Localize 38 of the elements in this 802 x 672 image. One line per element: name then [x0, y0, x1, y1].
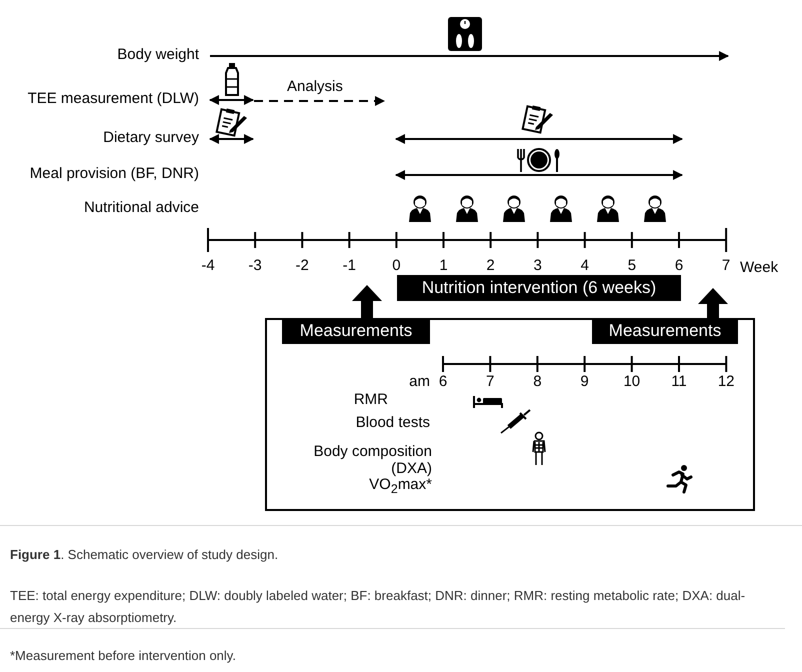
row-label: Dietary survey: [103, 130, 199, 146]
week-tick-label: 0: [391, 258, 402, 274]
row-label: Body composition (DXA): [312, 444, 432, 477]
measurement-panel: [265, 318, 755, 511]
week-tick-label: 4: [580, 258, 590, 274]
hour-tick-label: 9: [579, 374, 590, 390]
week-tick-label: 5: [626, 258, 638, 274]
row-label: VO$_{2}$max*: [369, 477, 432, 497]
abbreviation-note: TEE: total energy expenditure; DLW: doubly labeled water; BF: breakfast; DNR: dinner; RMR: resting metabolic rate; DXA: dual-energy X-ray absorptiometry.: [10, 587, 746, 627]
block-arrow: [352, 285, 382, 318]
measurements-banner: Measurements: [592, 318, 738, 344]
figure-caption: Figure 1. Schematic overview of study design.: [10, 547, 278, 562]
row-label: RMR: [354, 392, 388, 408]
hour-tick-label: 12: [716, 374, 736, 390]
row-label: Meal provision (BF, DNR): [30, 166, 199, 182]
measurements-banner: Measurements: [282, 318, 430, 344]
footnote: *Measurement before intervention only.: [10, 647, 237, 665]
analysis-label: Analysis: [287, 79, 343, 96]
week-tick-label: 2: [485, 258, 496, 274]
week-tick-label: 1: [438, 258, 449, 274]
block-arrow: [698, 288, 728, 318]
week-tick-label: -4: [200, 258, 216, 274]
hour-tick-label: 11: [670, 374, 688, 390]
week-axis-label: Week: [740, 260, 778, 276]
week-tick-label: -3: [247, 258, 263, 274]
intervention-banner: Nutrition intervention (6 weeks): [397, 275, 681, 301]
week-tick-label: -2: [294, 258, 310, 274]
hour-tick-label: 7: [485, 374, 496, 390]
row-label: Nutritional advice: [84, 200, 199, 216]
am-label: am: [409, 374, 430, 390]
week-tick-label: -1: [342, 258, 357, 274]
row-label: Body weight: [117, 47, 199, 64]
row-label: TEE measurement (DLW): [28, 91, 199, 108]
hour-tick-label: 8: [532, 374, 543, 390]
hour-tick-label: 10: [622, 374, 642, 390]
week-tick-label: 3: [532, 258, 543, 274]
week-tick-label: 6: [674, 258, 684, 274]
row-label: Blood tests: [356, 415, 430, 432]
